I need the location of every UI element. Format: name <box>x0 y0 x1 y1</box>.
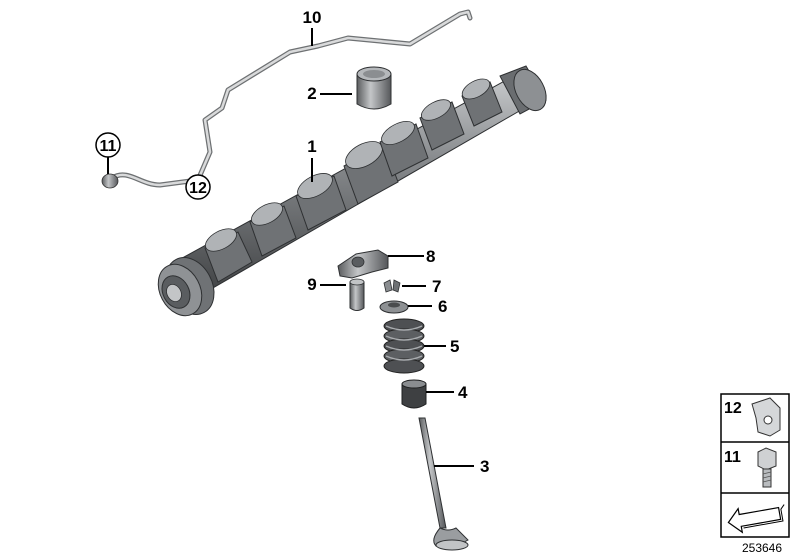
cam-lobe <box>461 78 503 127</box>
svg-text:11: 11 <box>100 138 117 155</box>
callout-11: 11 <box>95 132 121 174</box>
callout-9: 9 <box>307 275 346 294</box>
callout-7: 7 <box>402 277 441 296</box>
callout-2: 2 <box>307 84 352 103</box>
svg-text:8: 8 <box>426 247 435 266</box>
svg-text:12: 12 <box>724 400 742 417</box>
roller-finger-follower <box>337 249 389 279</box>
cam-lobe <box>295 173 347 231</box>
cam-lobe <box>204 228 253 283</box>
svg-text:3: 3 <box>480 457 489 476</box>
parts-legend: 12 11 <box>720 393 790 538</box>
callout-6: 6 <box>408 297 447 316</box>
svg-text:10: 10 <box>303 8 322 27</box>
cam-lobe <box>379 121 429 177</box>
callout-3: 3 <box>434 457 489 476</box>
callout-5: 5 <box>424 337 459 356</box>
callout-10: 10 <box>303 8 322 46</box>
hex-bolt-icon <box>757 447 777 488</box>
valve-stem-seal <box>401 379 427 409</box>
callout-8: 8 <box>388 247 435 266</box>
camshaft-flange <box>157 257 215 317</box>
spring-retainer <box>379 300 409 314</box>
callout-1: 1 <box>307 137 317 182</box>
reference-number: 253646 <box>742 541 782 555</box>
callout-12: 12 <box>185 174 211 200</box>
svg-text:6: 6 <box>438 297 447 316</box>
cam-lobe <box>343 141 399 205</box>
cam-lobe <box>419 99 465 151</box>
intake-valve <box>418 417 469 551</box>
pipe-bracket-icon <box>751 397 781 437</box>
svg-text:11: 11 <box>724 449 741 466</box>
direction-arrow-icon <box>727 504 785 534</box>
svg-text:9: 9 <box>307 275 316 294</box>
cam-lobe <box>249 202 297 257</box>
svg-text:2: 2 <box>307 84 316 103</box>
hydraulic-lash-adjuster <box>349 278 365 311</box>
valve-tappet <box>356 66 392 110</box>
svg-text:12: 12 <box>189 180 207 197</box>
valve-keepers <box>383 279 401 293</box>
valve-spring <box>383 318 425 374</box>
svg-text:1: 1 <box>307 137 316 156</box>
camshaft <box>157 65 547 317</box>
callout-4: 4 <box>426 383 468 402</box>
camshaft-end-journal <box>499 65 547 115</box>
svg-text:7: 7 <box>432 277 441 296</box>
svg-text:5: 5 <box>450 337 459 356</box>
svg-text:4: 4 <box>458 383 468 402</box>
legend-item-11: 11 <box>724 447 777 488</box>
legend-item-12: 12 <box>724 397 781 437</box>
